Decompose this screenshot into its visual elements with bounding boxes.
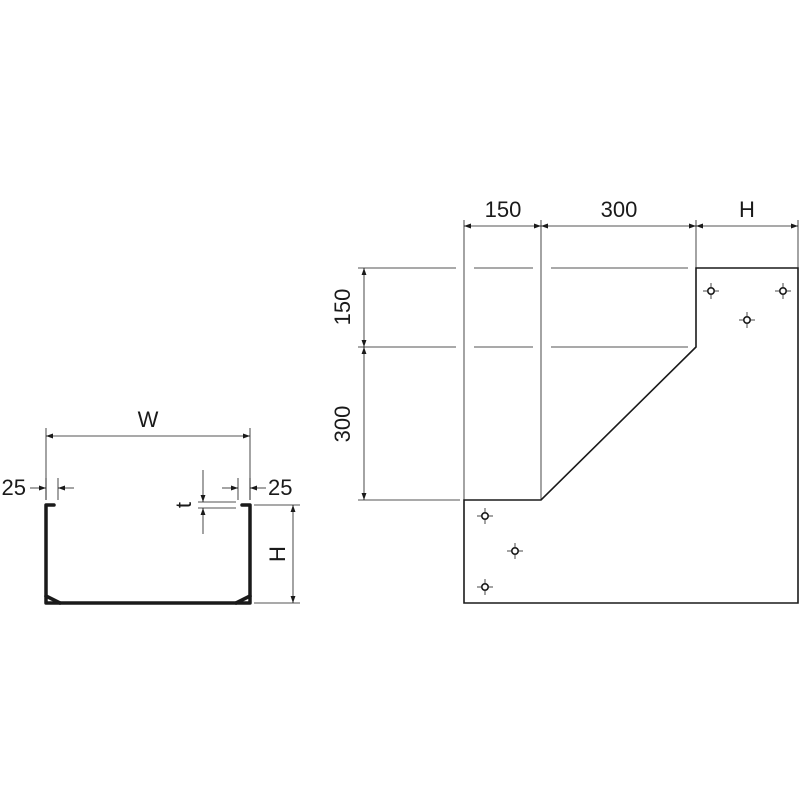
- top-dim-300-label: 300: [601, 197, 638, 222]
- plate-outline: [463, 267, 799, 604]
- dimension-left-flange-label: 25: [2, 475, 26, 500]
- hole-mark: [507, 543, 523, 559]
- hole-mark: [477, 508, 493, 524]
- channel-lip-left: [44, 594, 62, 605]
- side-dim-150-label: 150: [330, 289, 355, 326]
- channel-profile: [44, 503, 252, 605]
- hole-mark: [703, 283, 719, 299]
- hole-mark: [739, 312, 755, 328]
- side-dim-300-label: 300: [330, 406, 355, 443]
- channel-lip-right: [234, 594, 252, 605]
- plan-view: 150 300 H 150 300: [330, 197, 799, 604]
- dimension-right-flange: 25: [222, 475, 292, 500]
- top-dim-150-label: 150: [485, 197, 522, 222]
- dimension-thickness: t: [171, 470, 236, 534]
- side-dimensions: 150 300: [330, 268, 367, 500]
- dimension-thickness-label: t: [171, 502, 196, 508]
- hole-mark: [775, 283, 791, 299]
- top-dim-h-label: H: [739, 197, 755, 222]
- dimension-height: H: [254, 504, 300, 604]
- cross-section-view: W 25 25 t: [2, 407, 300, 605]
- extension-lines: [358, 220, 799, 501]
- hole-mark: [477, 579, 493, 595]
- dimension-w: W: [45, 407, 251, 500]
- dimension-right-flange-label: 25: [268, 475, 292, 500]
- dimension-w-label: W: [138, 407, 159, 432]
- dimension-left-flange: 25: [2, 475, 74, 500]
- dimension-height-label: H: [265, 546, 290, 562]
- top-dimensions: 150 300 H: [464, 197, 798, 229]
